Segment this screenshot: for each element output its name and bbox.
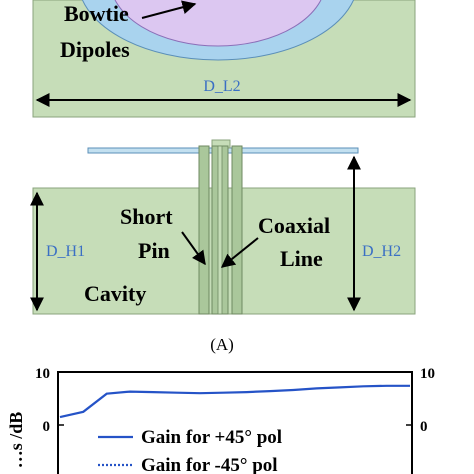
coaxial-line-inner — [217, 145, 223, 315]
side-view: Short Pin Coaxial Line Cavity D_H1 D_H2 — [30, 139, 416, 315]
label-bowtie: Bowtie — [64, 1, 129, 26]
gain-chart: 10 0 10 0 …s /dB Gain for +45° pol Gain … — [6, 366, 435, 474]
right-tick-label-10: 10 — [420, 366, 435, 382]
coaxial-arrow — [220, 237, 259, 268]
dim-h1-label: D_H1 — [46, 243, 85, 260]
dim-h2-label: D_H2 — [362, 243, 401, 260]
label-short: Short — [120, 204, 173, 229]
figure-caption: (A) — [210, 335, 234, 354]
short-pin — [198, 145, 210, 315]
top-view: Bowtie Dipoles D_L2 — [32, 0, 416, 118]
bowtie-arrow — [141, 0, 197, 19]
y-axis-label: …s /dB — [6, 412, 26, 469]
series-gain-plus45 — [59, 384, 410, 419]
plot-frame — [57, 371, 413, 474]
label-dipoles: Dipoles — [60, 37, 130, 62]
dim-l2-label: D_L2 — [203, 78, 240, 95]
label-coaxial: Coaxial — [258, 213, 330, 238]
left-tick-label-0: 0 — [43, 419, 51, 435]
short-pin-2 — [231, 145, 243, 315]
right-tick-label-0: 0 — [420, 419, 428, 435]
label-line: Line — [280, 246, 323, 271]
label-pin: Pin — [138, 238, 170, 263]
label-cavity: Cavity — [84, 281, 146, 306]
legend-label-plus45: Gain for +45° pol — [141, 427, 282, 448]
legend-label-minus45: Gain for -45° pol — [141, 455, 278, 474]
short-pin-arrow — [181, 231, 206, 266]
left-tick-label-10: 10 — [35, 366, 50, 382]
